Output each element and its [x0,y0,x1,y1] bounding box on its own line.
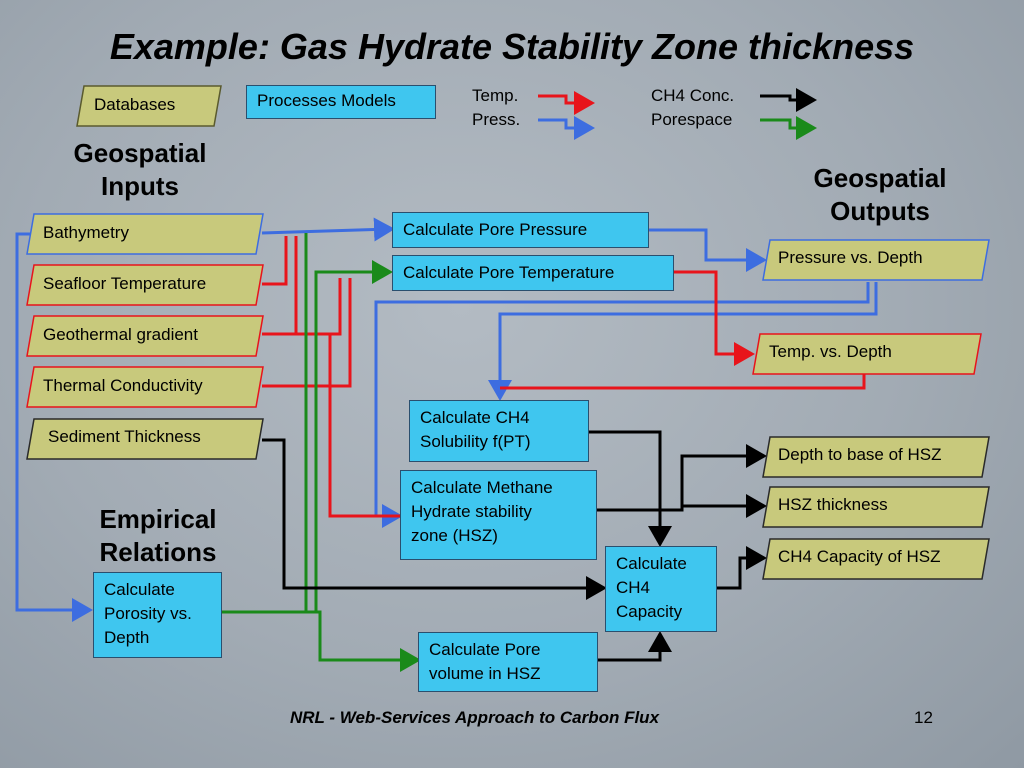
wire-bathymetry-pore-pressure [261,217,395,242]
wire-capacity-output [716,546,767,590]
wire-pressure-solubility [488,282,878,401]
legend-porespace-wire [760,116,817,140]
wire-porosity-pore-volume [222,610,421,672]
wire-temp-bus-c [262,278,352,388]
input-thermal-conductivity[interactable]: Thermal Conductivity [26,366,264,408]
slide-title: Example: Gas Hydrate Stability Zone thic… [109,26,915,67]
process-hsz[interactable]: Calculate Methane Hydrate stability zone… [400,470,597,560]
wire-temp-bus-d [296,278,342,336]
output-temp-depth-label: Temp. vs. Depth [769,342,892,361]
output-ch4-capacity[interactable]: CH4 Capacity of HSZ [762,538,990,580]
heading-empirical-relations: Empirical Relations [99,504,217,567]
input-bathymetry[interactable]: Bathymetry [26,213,264,255]
wire-pore-volume-capacity [596,631,672,662]
input-geothermal-gradient-label: Geothermal gradient [43,325,198,344]
input-sediment-thickness[interactable]: Sediment Thickness [26,418,264,460]
process-ch4-solubility[interactable]: Calculate CH4 Solubility f(PT) [409,400,589,462]
process-pore-temperature-label: Calculate Pore Temperature [403,263,615,282]
footer-text: NRL - Web-Services Approach to Carbon Fl… [290,708,660,727]
legend-press-wire [538,116,595,140]
wire-porespace-pore-temp [314,260,393,612]
input-thermal-conductivity-label: Thermal Conductivity [43,376,203,395]
legend-porespace-label: Porespace [651,110,733,129]
wire-pore-temp-output [672,270,755,366]
wire-temp-bus-a [262,236,288,286]
process-pore-volume[interactable]: Calculate Pore volume in HSZ [418,632,598,692]
legend-processes: Processes Models [246,85,436,119]
output-hsz-thickness[interactable]: HSZ thickness [762,486,990,528]
output-hsz-thickness-label: HSZ thickness [778,495,888,514]
process-pore-temperature[interactable]: Calculate Pore Temperature [392,255,674,291]
input-seafloor-temperature-label: Seafloor Temperature [43,274,207,293]
process-ch4-capacity[interactable]: Calculate CH4 Capacity [605,546,717,632]
wire-bathymetry-porosity [15,232,93,622]
wire-temp-hsz [328,334,400,518]
wire-temp-solubility [500,374,866,390]
legend-press-label: Press. [472,110,521,129]
input-sediment-thickness-label: Sediment Thickness [48,427,201,446]
legend-processes-label: Processes Models [257,91,396,110]
output-depth-base-hsz[interactable]: Depth to base of HSZ [762,436,990,478]
heading-geospatial-inputs: Geospatial Inputs [73,138,207,201]
legend-temp-label: Temp. [472,86,519,105]
wire-solubility-capacity [588,430,672,547]
output-depth-base-hsz-label: Depth to base of HSZ [778,445,942,464]
wire-hsz-output-depth [596,444,767,512]
output-pressure-depth[interactable]: Pressure vs. Depth [762,239,990,281]
legend-databases: Databases [76,85,222,127]
process-pore-pressure[interactable]: Calculate Pore Pressure [392,212,649,248]
input-seafloor-temperature[interactable]: Seafloor Temperature [26,264,264,306]
input-geothermal-gradient[interactable]: Geothermal gradient [26,315,264,357]
legend-ch4-label: CH4 Conc. [651,86,735,105]
legend-temp-wire [538,91,595,115]
process-pore-pressure-label: Calculate Pore Pressure [403,220,588,239]
process-porosity[interactable]: Calculate Porosity vs. Depth [93,572,222,658]
wire-pore-pressure-output [648,228,767,272]
output-temp-depth[interactable]: Temp. vs. Depth [752,333,982,375]
heading-geospatial-outputs: Geospatial Outputs [813,163,947,226]
input-bathymetry-label: Bathymetry [43,223,129,242]
page-number: 12 [914,708,933,727]
wire-sediment-capacity [262,438,607,600]
output-pressure-depth-label: Pressure vs. Depth [778,248,923,267]
legend-databases-label: Databases [94,95,176,114]
output-ch4-capacity-label: CH4 Capacity of HSZ [778,547,941,566]
legend-ch4-wire [760,88,817,112]
